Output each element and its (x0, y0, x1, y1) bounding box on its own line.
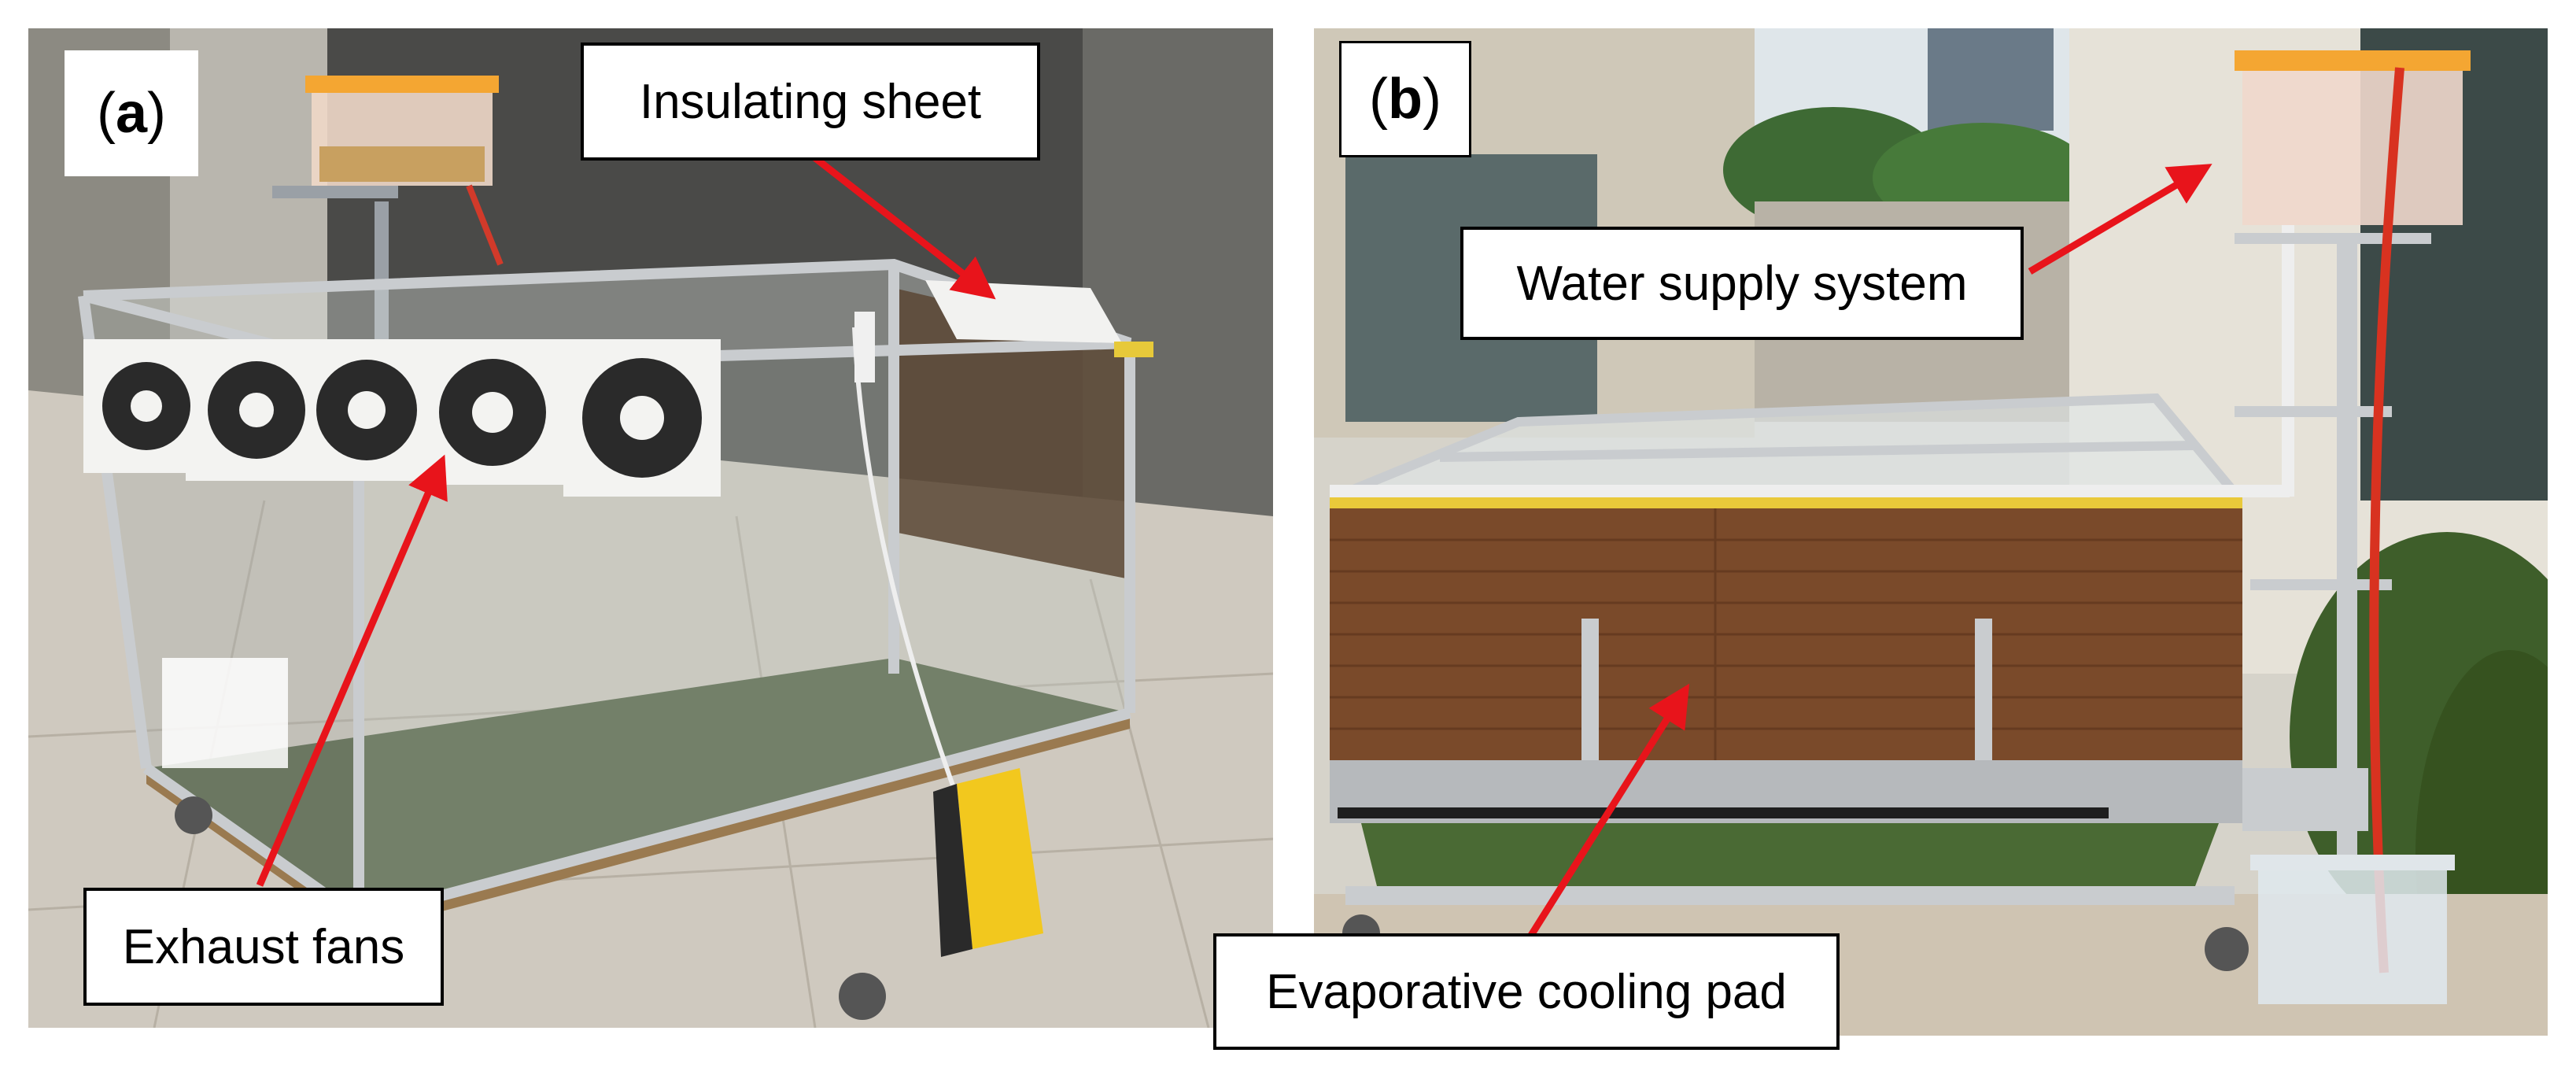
callout-exhaust-fans: Exhaust fans (83, 888, 444, 1006)
callout-insulating-sheet: Insulating sheet (581, 42, 1040, 161)
panel-tag-a-letter: a (115, 82, 148, 145)
photo-a-scene (28, 28, 1273, 1028)
callout-cooling-pad: Evaporative cooling pad (1213, 933, 1840, 1050)
panel-tag-a: (a) (65, 50, 198, 176)
panel-tag-b: (b) (1339, 41, 1471, 157)
photo-panel-b (1314, 28, 2548, 1036)
exhaust-fan-group (83, 339, 721, 497)
callout-water-supply: Water supply system (1460, 227, 2024, 340)
photo-b-scene (1314, 28, 2548, 1036)
photo-panel-a (28, 28, 1273, 1028)
panel-tag-b-letter: b (1388, 68, 1423, 131)
